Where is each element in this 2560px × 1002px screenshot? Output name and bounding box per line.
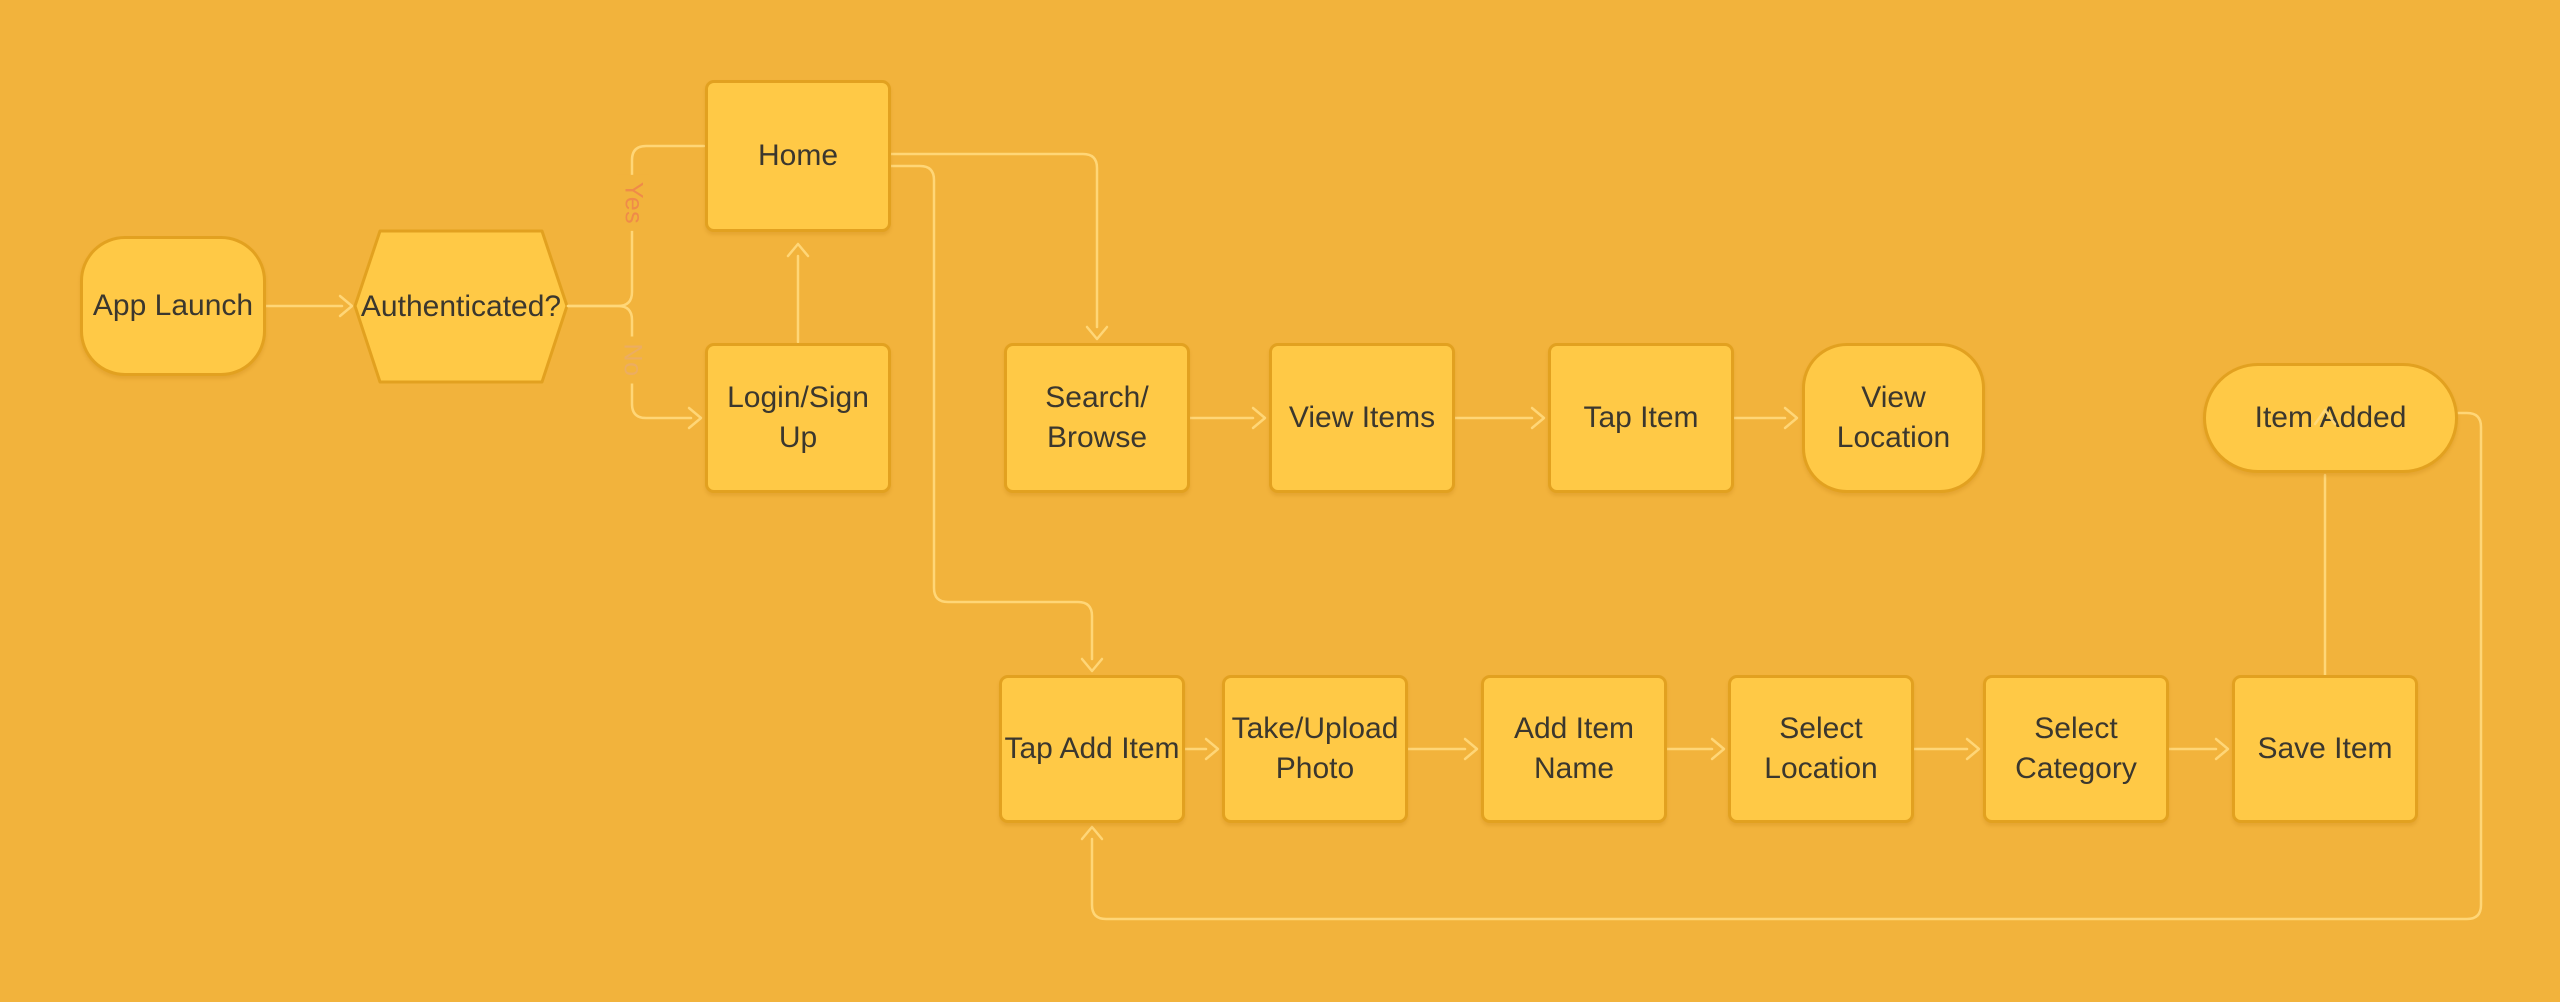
node-label: App Launch xyxy=(92,289,254,323)
connector-select-category-save-item[interactable] xyxy=(2167,737,2230,761)
node-tap-add-item[interactable]: Tap Add Item xyxy=(999,675,1185,823)
node-label: Home xyxy=(757,139,839,173)
node-label: View Items xyxy=(1288,401,1436,435)
connector-view-items-tap-item[interactable] xyxy=(1453,406,1546,430)
arrowhead-right-icon xyxy=(1463,737,1479,761)
node-label: Search/ Browse xyxy=(1045,381,1149,454)
arrowhead-up-icon xyxy=(1080,825,1104,841)
node-add-item-name[interactable]: Add Item Name xyxy=(1481,675,1667,823)
connector-app-launch-authenticated[interactable] xyxy=(264,294,354,318)
arrowhead-up-icon xyxy=(786,242,810,258)
node-label: Authenticated? xyxy=(360,289,562,323)
node-save-item[interactable]: Save Item xyxy=(2232,675,2418,823)
connector-item-added-tap-add-item-loop[interactable] xyxy=(1080,411,2483,921)
arrowhead-right-icon xyxy=(1710,737,1726,761)
node-tap-item[interactable]: Tap Item xyxy=(1548,343,1734,493)
connector-select-location-select-category[interactable] xyxy=(1912,737,1981,761)
connector-add-item-name-select-location[interactable] xyxy=(1665,737,1726,761)
arrowhead-right-icon xyxy=(1204,737,1220,761)
connector-take-upload-add-item-name[interactable] xyxy=(1406,737,1479,761)
connector-line xyxy=(889,164,1094,661)
arrowhead-right-icon xyxy=(338,294,354,318)
node-label: Take/Upload Photo xyxy=(1231,712,1399,785)
node-search-browse[interactable]: Search/ Browse xyxy=(1004,343,1190,493)
arrowhead-right-icon xyxy=(1965,737,1981,761)
arrowhead-right-icon xyxy=(1530,406,1546,430)
edge-label-no[interactable]: No xyxy=(615,336,649,384)
node-select-category[interactable]: Select Category xyxy=(1983,675,2169,823)
connector-search-browse-view-items[interactable] xyxy=(1188,406,1267,430)
connector-line xyxy=(889,152,1099,329)
arrowhead-down-icon xyxy=(1085,325,1109,341)
arrowhead-right-icon xyxy=(1783,406,1799,430)
connector-home-search-browse[interactable] xyxy=(889,152,1109,341)
arrowhead-right-icon xyxy=(2214,737,2230,761)
node-take-upload-photo[interactable]: Take/Upload Photo xyxy=(1222,675,1408,823)
node-label: Tap Add Item xyxy=(1004,732,1180,766)
edge-label-yes[interactable]: Yes xyxy=(616,174,650,232)
connector-login-home[interactable] xyxy=(786,242,810,344)
node-label: Save Item xyxy=(2257,732,2393,766)
node-view-items[interactable]: View Items xyxy=(1269,343,1455,493)
connector-line xyxy=(1090,411,2483,921)
node-item-added[interactable]: Item Added xyxy=(2203,363,2458,473)
connector-home-tap-add-item[interactable] xyxy=(889,164,1104,673)
node-label: Tap Item xyxy=(1583,401,1699,435)
arrowhead-right-icon xyxy=(687,406,703,430)
node-view-location[interactable]: View Location xyxy=(1802,343,1985,493)
arrowhead-down-icon xyxy=(1080,657,1104,673)
arrowhead-right-icon xyxy=(1251,406,1267,430)
node-label: Select Category xyxy=(2015,712,2137,785)
connector-tap-add-item-take-upload[interactable] xyxy=(1183,737,1220,761)
node-login-sign-up[interactable]: Login/Sign Up xyxy=(705,343,891,493)
node-label: Item Added xyxy=(2254,401,2407,435)
node-label: View Location xyxy=(1836,381,1951,454)
node-label: Add Item Name xyxy=(1513,712,1635,785)
node-authenticated[interactable]: Authenticated? xyxy=(355,231,567,382)
connector-tap-item-view-location[interactable] xyxy=(1732,406,1799,430)
node-label: Select Location xyxy=(1764,712,1878,785)
node-select-location[interactable]: Select Location xyxy=(1728,675,1914,823)
node-home[interactable]: Home xyxy=(705,80,891,232)
node-label: Login/Sign Up xyxy=(727,381,869,454)
node-app-launch[interactable]: App Launch xyxy=(80,236,266,376)
